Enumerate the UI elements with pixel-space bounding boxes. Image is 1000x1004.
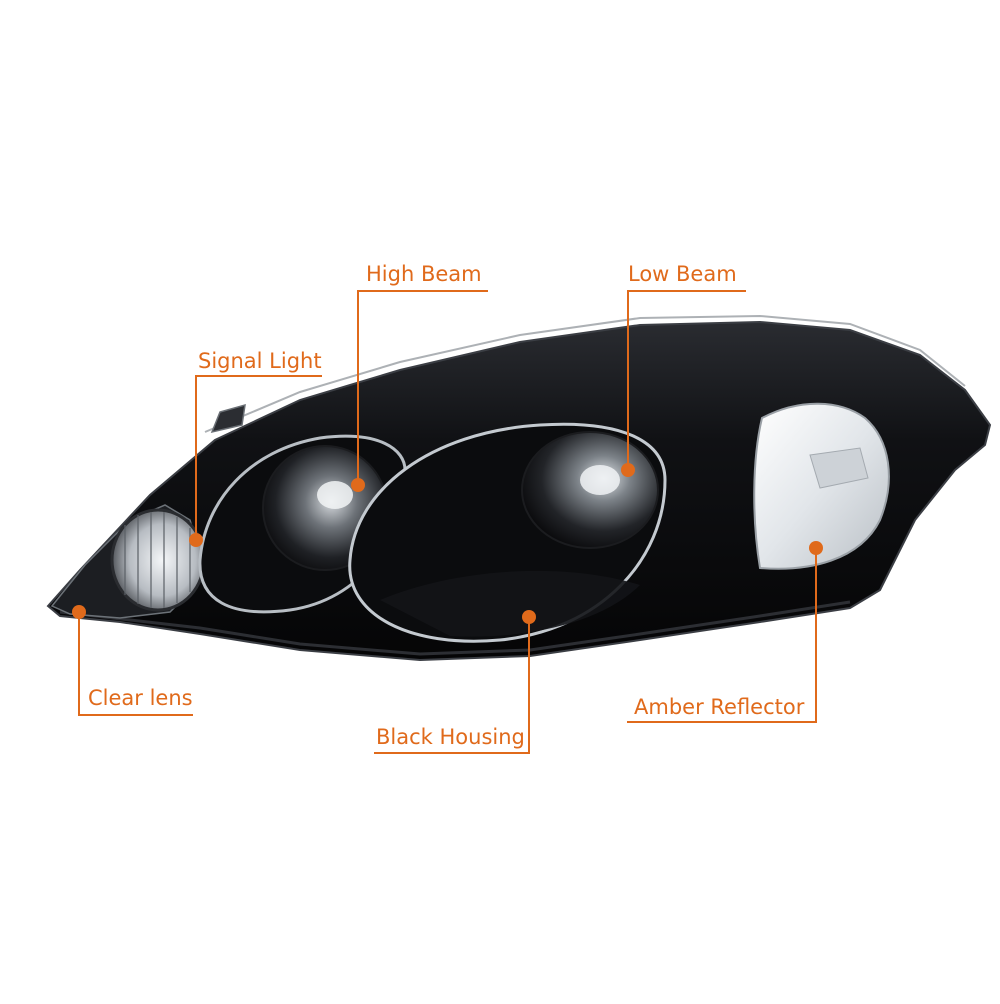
high-beam-label: High Beam <box>366 262 482 286</box>
amber-reflector-marker <box>809 541 823 555</box>
low-beam-bulb <box>580 465 620 495</box>
mount-tab <box>210 403 246 434</box>
black-housing-leader <box>374 617 530 754</box>
black-housing-label: Black Housing <box>376 725 525 749</box>
lens-top-edge <box>204 314 966 433</box>
black-housing-marker <box>522 610 536 624</box>
signal-light-leader <box>195 375 322 540</box>
high-beam-leader <box>357 290 488 484</box>
lower-trim <box>59 600 851 656</box>
clear-lens-leader <box>78 612 193 716</box>
high-beam-marker <box>351 478 365 492</box>
housing-inner-shadow <box>380 570 640 637</box>
signal-light-label: Signal Light <box>198 349 322 373</box>
amber-reflector-leader <box>627 548 817 723</box>
amber-reflector-facet <box>809 447 869 489</box>
low-beam-marker <box>621 463 635 477</box>
signal-light-ribs <box>124 512 191 608</box>
low-beam-label: Low Beam <box>628 262 737 286</box>
callout-lines <box>78 290 817 754</box>
clear-lens-marker <box>72 605 86 619</box>
signal-light-marker <box>189 533 203 547</box>
high-beam-bulb <box>317 481 353 509</box>
clear-lens-label: Clear lens <box>88 686 193 710</box>
callout-markers <box>72 463 823 624</box>
low-beam-leader <box>627 290 746 470</box>
amber-reflector-label: Amber Reflector <box>634 695 805 719</box>
